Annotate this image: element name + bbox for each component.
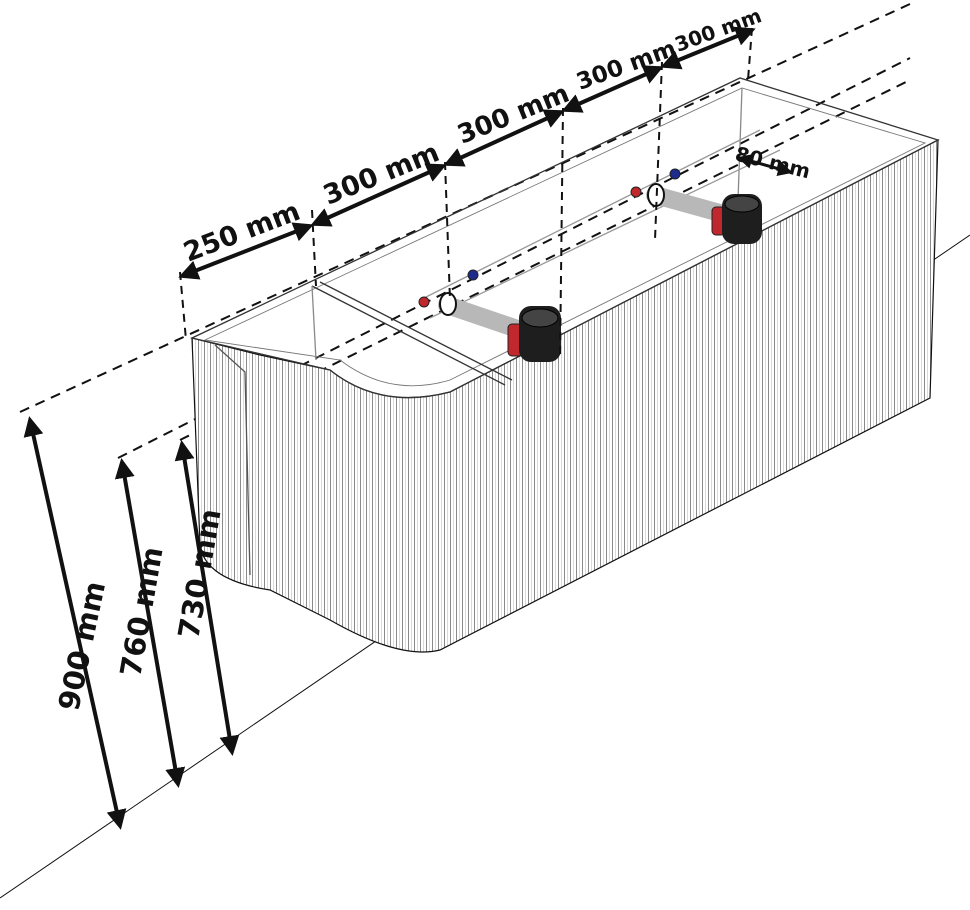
width-label-300-c: 300 mm — [573, 36, 680, 96]
right-hot-water-valve — [630, 186, 642, 198]
height-dimension-arrows — [23, 416, 240, 830]
cabinet-top — [190, 77, 940, 576]
left-pipe-flange — [439, 292, 457, 316]
width-dimension-arrows — [178, 26, 793, 280]
left-plumbing — [418, 269, 561, 362]
left-trap-cap — [521, 308, 559, 328]
right-cold-water-valve — [669, 168, 681, 180]
wall-reference-lines — [19, 3, 911, 459]
left-hot-water-valve — [418, 296, 430, 308]
right-plumbing — [630, 168, 762, 244]
cabinet-front — [191, 138, 939, 653]
height-label-900: 900 mm — [52, 578, 113, 713]
height-label-760: 760 mm — [113, 544, 169, 679]
width-label-250: 250 mm — [179, 196, 304, 269]
offset-label-80: 80 mm — [733, 142, 813, 184]
left-cold-water-valve — [467, 269, 479, 281]
right-trap-cap — [724, 195, 760, 213]
